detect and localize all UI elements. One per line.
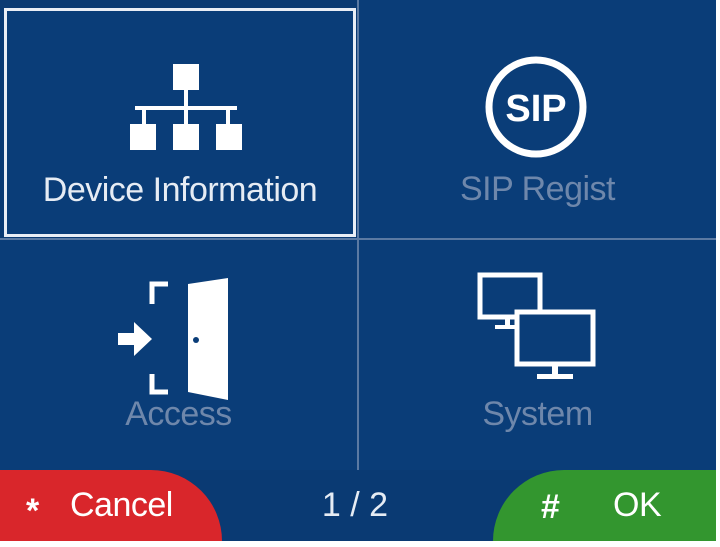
cancel-label: Cancel (70, 486, 173, 524)
network-hierarchy-icon (130, 64, 242, 150)
page-indicator: 1 / 2 (321, 486, 389, 524)
menu-item-sip-regist[interactable]: SIP SIP Regist (359, 0, 716, 238)
menu-item-label: Access (125, 395, 232, 433)
sip-icon-text: SIP (505, 88, 566, 130)
ok-label: OK (613, 486, 662, 524)
hash-key-icon: # (541, 488, 560, 526)
menu-item-label: SIP Regist (459, 170, 616, 208)
menu-item-system[interactable]: System (359, 240, 716, 470)
door-access-icon (118, 278, 228, 400)
sip-icon: SIP (485, 56, 587, 158)
star-key-icon: * (26, 492, 40, 530)
monitors-icon (477, 272, 596, 379)
ok-button[interactable]: # OK (493, 470, 716, 541)
cancel-button[interactable]: * Cancel (0, 470, 222, 541)
menu-item-device-information[interactable]: Device Information (4, 8, 356, 237)
menu-item-label: System (482, 395, 593, 433)
grid-divider-vertical (357, 0, 359, 470)
menu-item-access[interactable]: Access (0, 240, 357, 470)
menu-item-label: Device Information (42, 171, 318, 209)
